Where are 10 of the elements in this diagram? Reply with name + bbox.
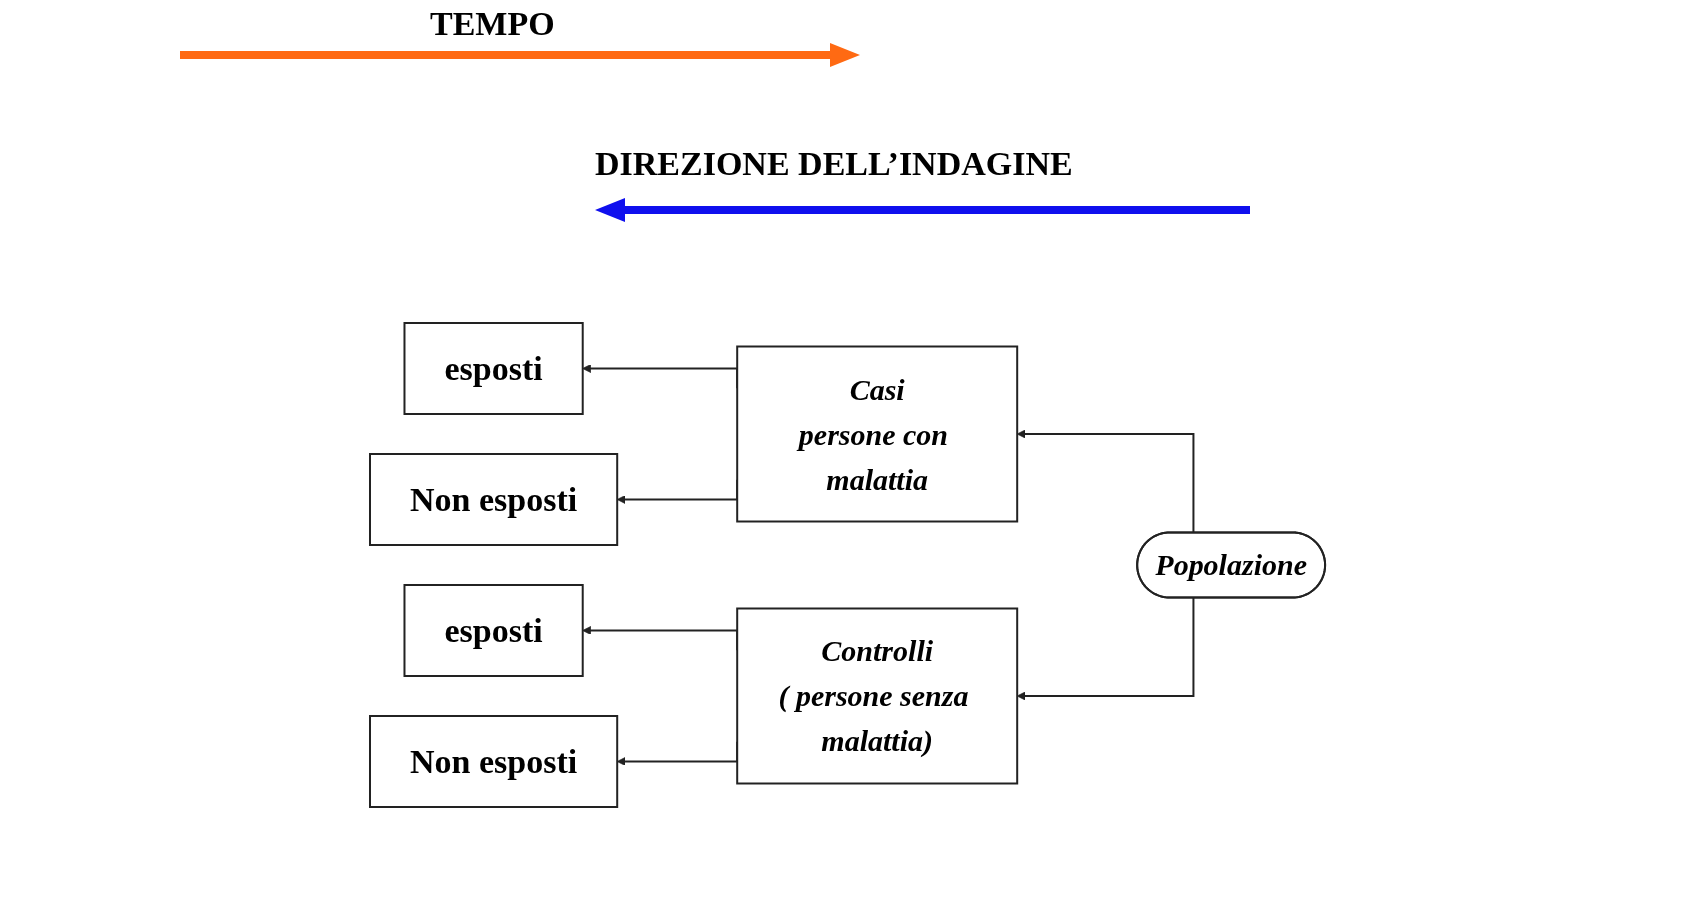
node-box: Casi persone con malattia (736, 345, 1019, 523)
node-box: Non esposti (369, 453, 619, 546)
arrow (1017, 597, 1195, 701)
node-box: esposti (403, 322, 585, 415)
direction-label: TEMPO (430, 5, 555, 43)
node-box: esposti (403, 584, 585, 677)
node-box: Controlli ( persone senza malattia) (736, 607, 1019, 785)
node-box: Non esposti (369, 715, 619, 808)
direction-label: DIREZIONE DELL’INDAGINE (595, 145, 1073, 183)
arrow (1017, 429, 1195, 534)
